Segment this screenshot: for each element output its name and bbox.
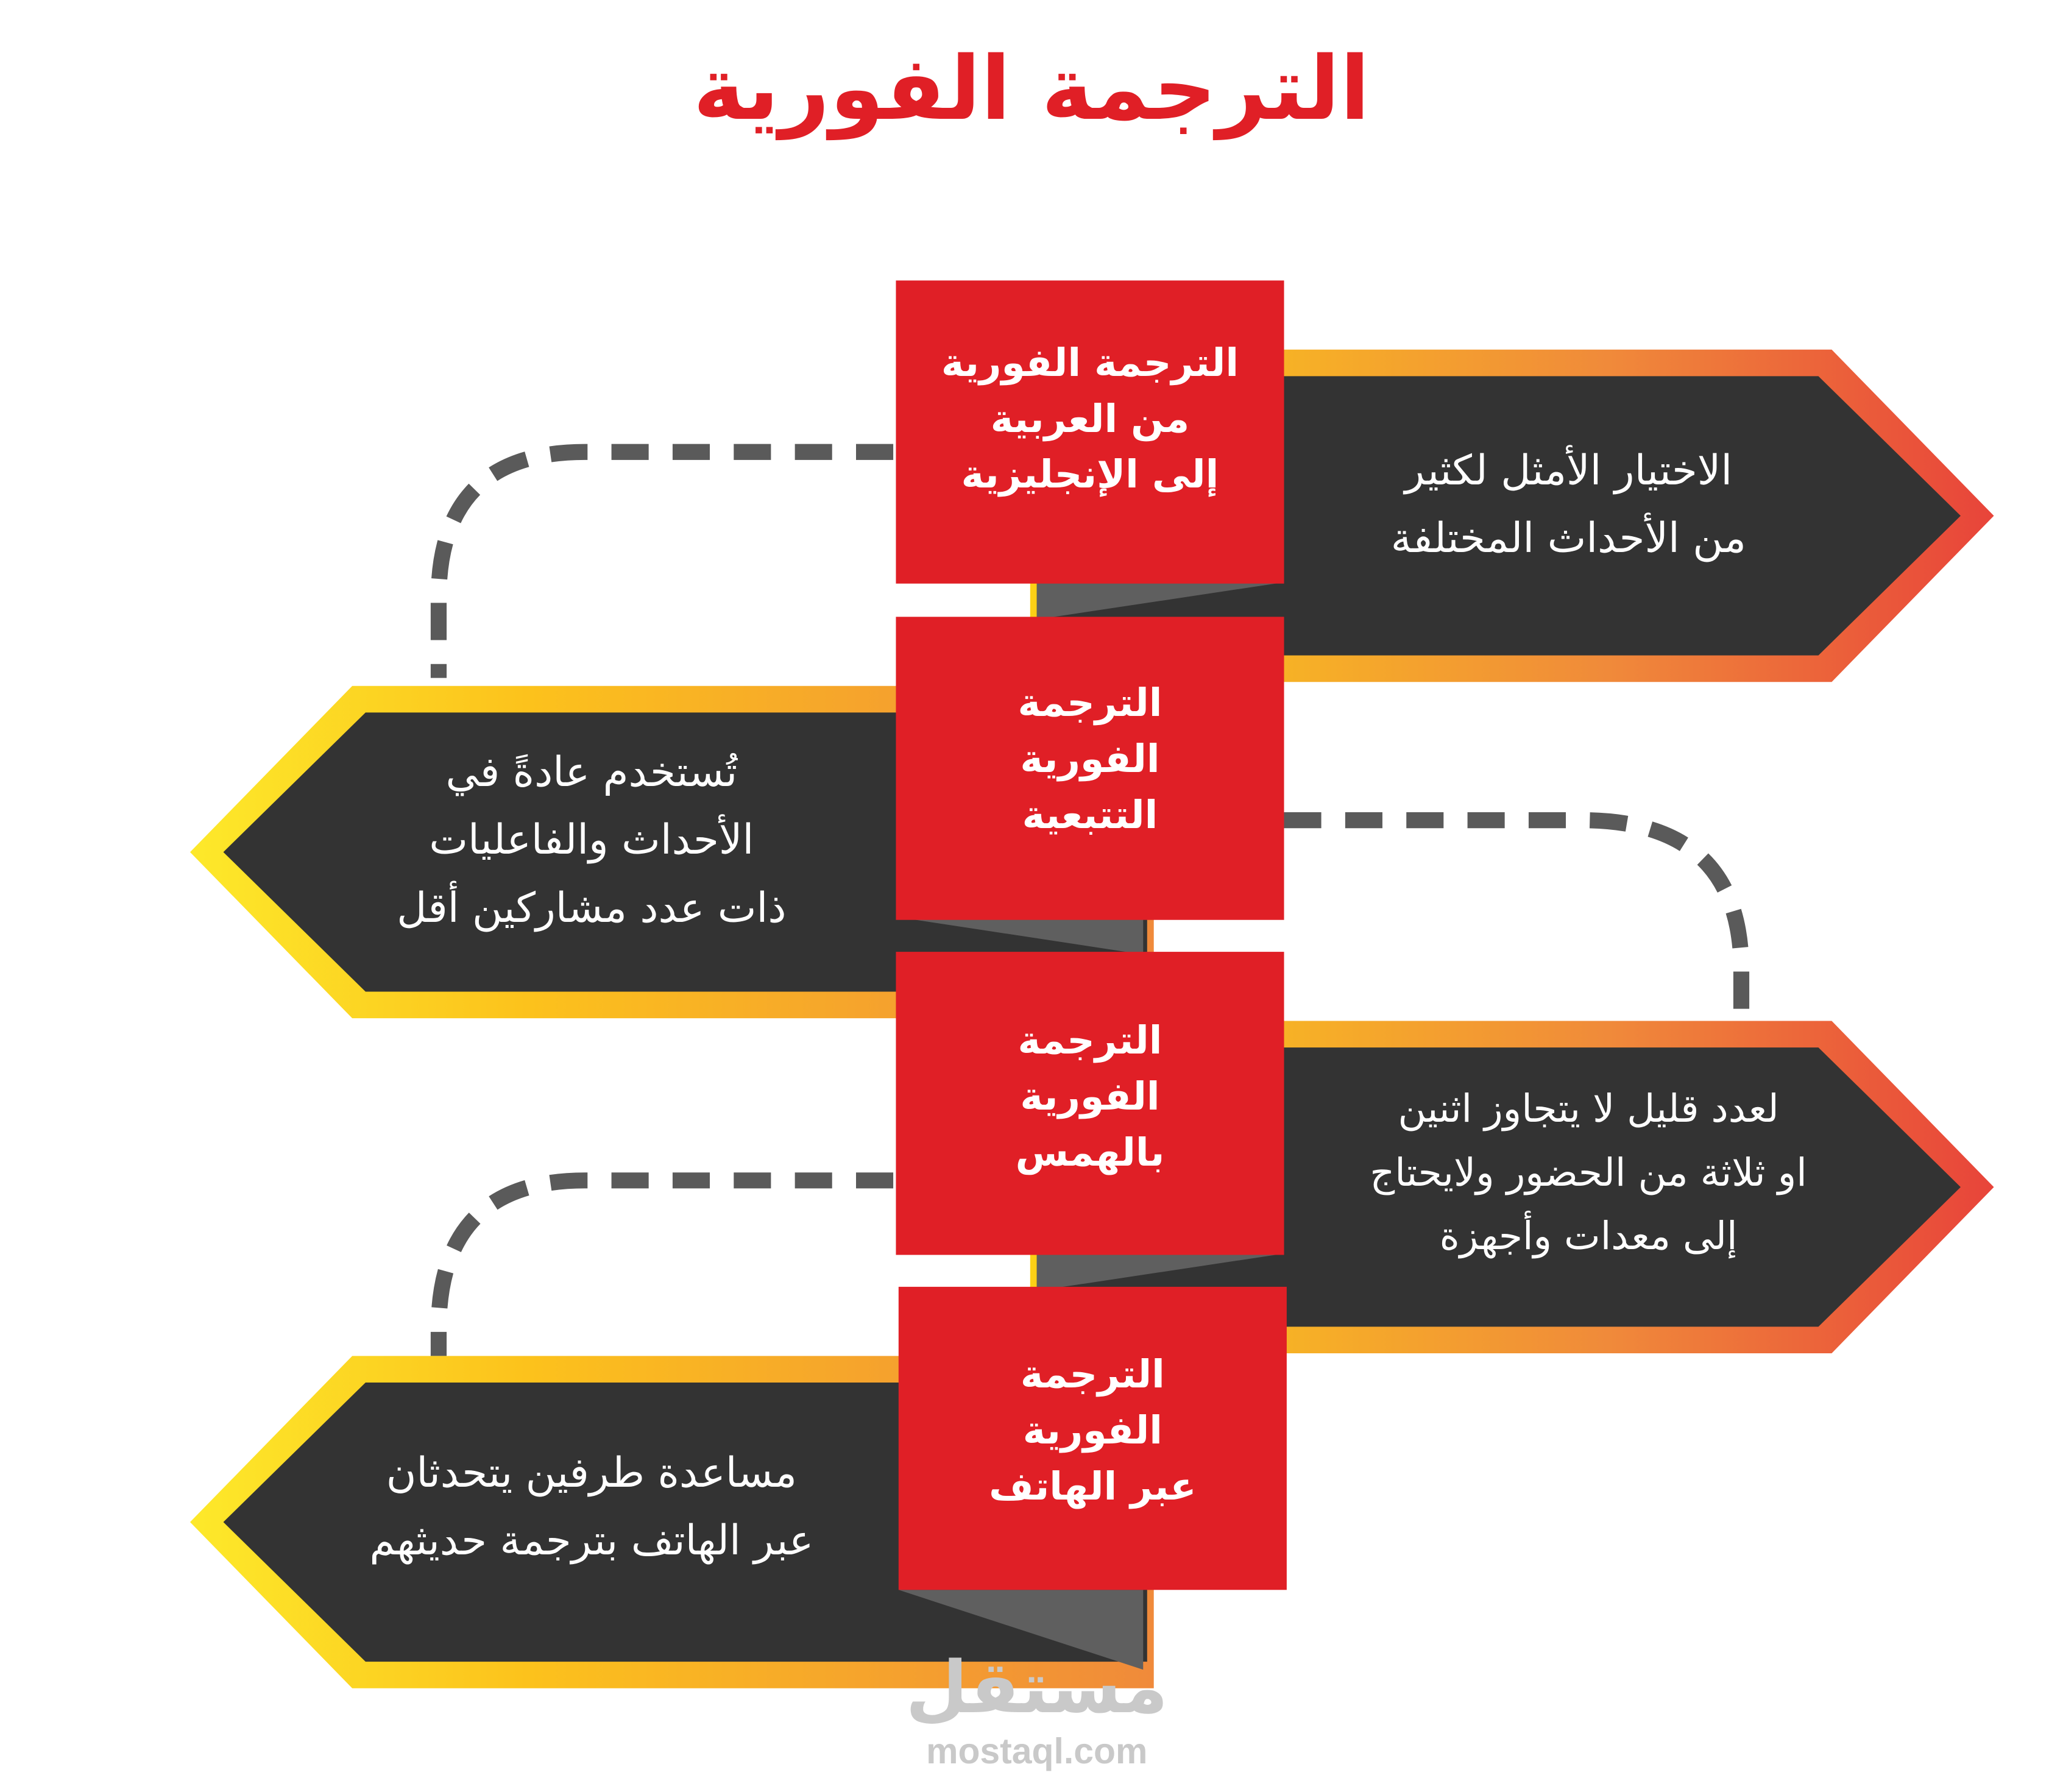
label-box-2 [896, 617, 1284, 920]
label-1: الترجمة الفورية من العربية إلى الإنجليزي… [896, 335, 1284, 503]
description-2-line: ذات عدد مشاركين أقل [397, 883, 787, 932]
label-3-line: بالهمس [1015, 1129, 1165, 1175]
description-1-line: من الأحداث المختلفة [1390, 514, 1746, 562]
label-1-line: إلى الإنجليزية [961, 452, 1219, 497]
description-4-line: مساعدة طرفين يتحدثان [386, 1448, 797, 1496]
label-1-line: من العربية [990, 395, 1190, 441]
description-3-line: لعدد قليل لا يتجاوز اثنين [1398, 1086, 1779, 1132]
description-2-line: الأحداث والفاعليات [429, 815, 754, 864]
description-2: تُستخدم عادةً في الأحداث والفاعليات ذات … [299, 738, 884, 942]
label-3: الترجمة الفورية بالهمس [896, 1013, 1284, 1180]
description-3-line: او ثلاثة من الحضور ولايحتاج [1370, 1149, 1807, 1195]
label-3-line: الفورية [1020, 1074, 1160, 1119]
label-2-line: التتبعية [1022, 792, 1158, 837]
label-box-4 [898, 1286, 1287, 1590]
page-title: الترجمة الفورية [693, 37, 1370, 140]
label-2-line: الترجمة [1017, 680, 1162, 726]
connector-2 [1284, 812, 1750, 1024]
label-2-line: الفورية [1020, 736, 1160, 782]
watermark-arabic: مستقل [905, 1645, 1169, 1729]
label-2: الترجمة الفورية التتبعية [896, 675, 1284, 843]
label-4: الترجمة الفورية عبر الهاتف [899, 1347, 1287, 1514]
watermark-url: mostaql.com [926, 1731, 1148, 1771]
description-4-line: عبر الهاتف بترجمة حديثهم [369, 1516, 814, 1565]
label-4-line: عبر الهاتف [989, 1463, 1197, 1509]
description-1: الاختيار الأمثل لكثير من الأحداث المختلف… [1309, 436, 1828, 572]
description-3: لعدد قليل لا يتجاوز اثنين او ثلاثة من ال… [1296, 1077, 1881, 1267]
label-1-line: الترجمة الفورية [941, 339, 1239, 385]
connector-1 [430, 444, 894, 678]
label-3-line: الترجمة [1017, 1018, 1162, 1063]
label-box-1 [896, 280, 1284, 584]
description-4: مساعدة طرفين يتحدثان عبر الهاتف بترجمة ح… [272, 1439, 910, 1574]
label-4-line: الفورية [1022, 1407, 1162, 1453]
connector-3 [430, 1172, 894, 1356]
label-4-line: الترجمة [1020, 1351, 1165, 1397]
description-3-line: إلى معدات وأجهزة [1439, 1213, 1738, 1258]
description-1-line: الاختيار الأمثل لكثير [1404, 445, 1733, 494]
description-2-line: تُستخدم عادةً في [445, 747, 738, 796]
label-box-3 [896, 952, 1284, 1255]
